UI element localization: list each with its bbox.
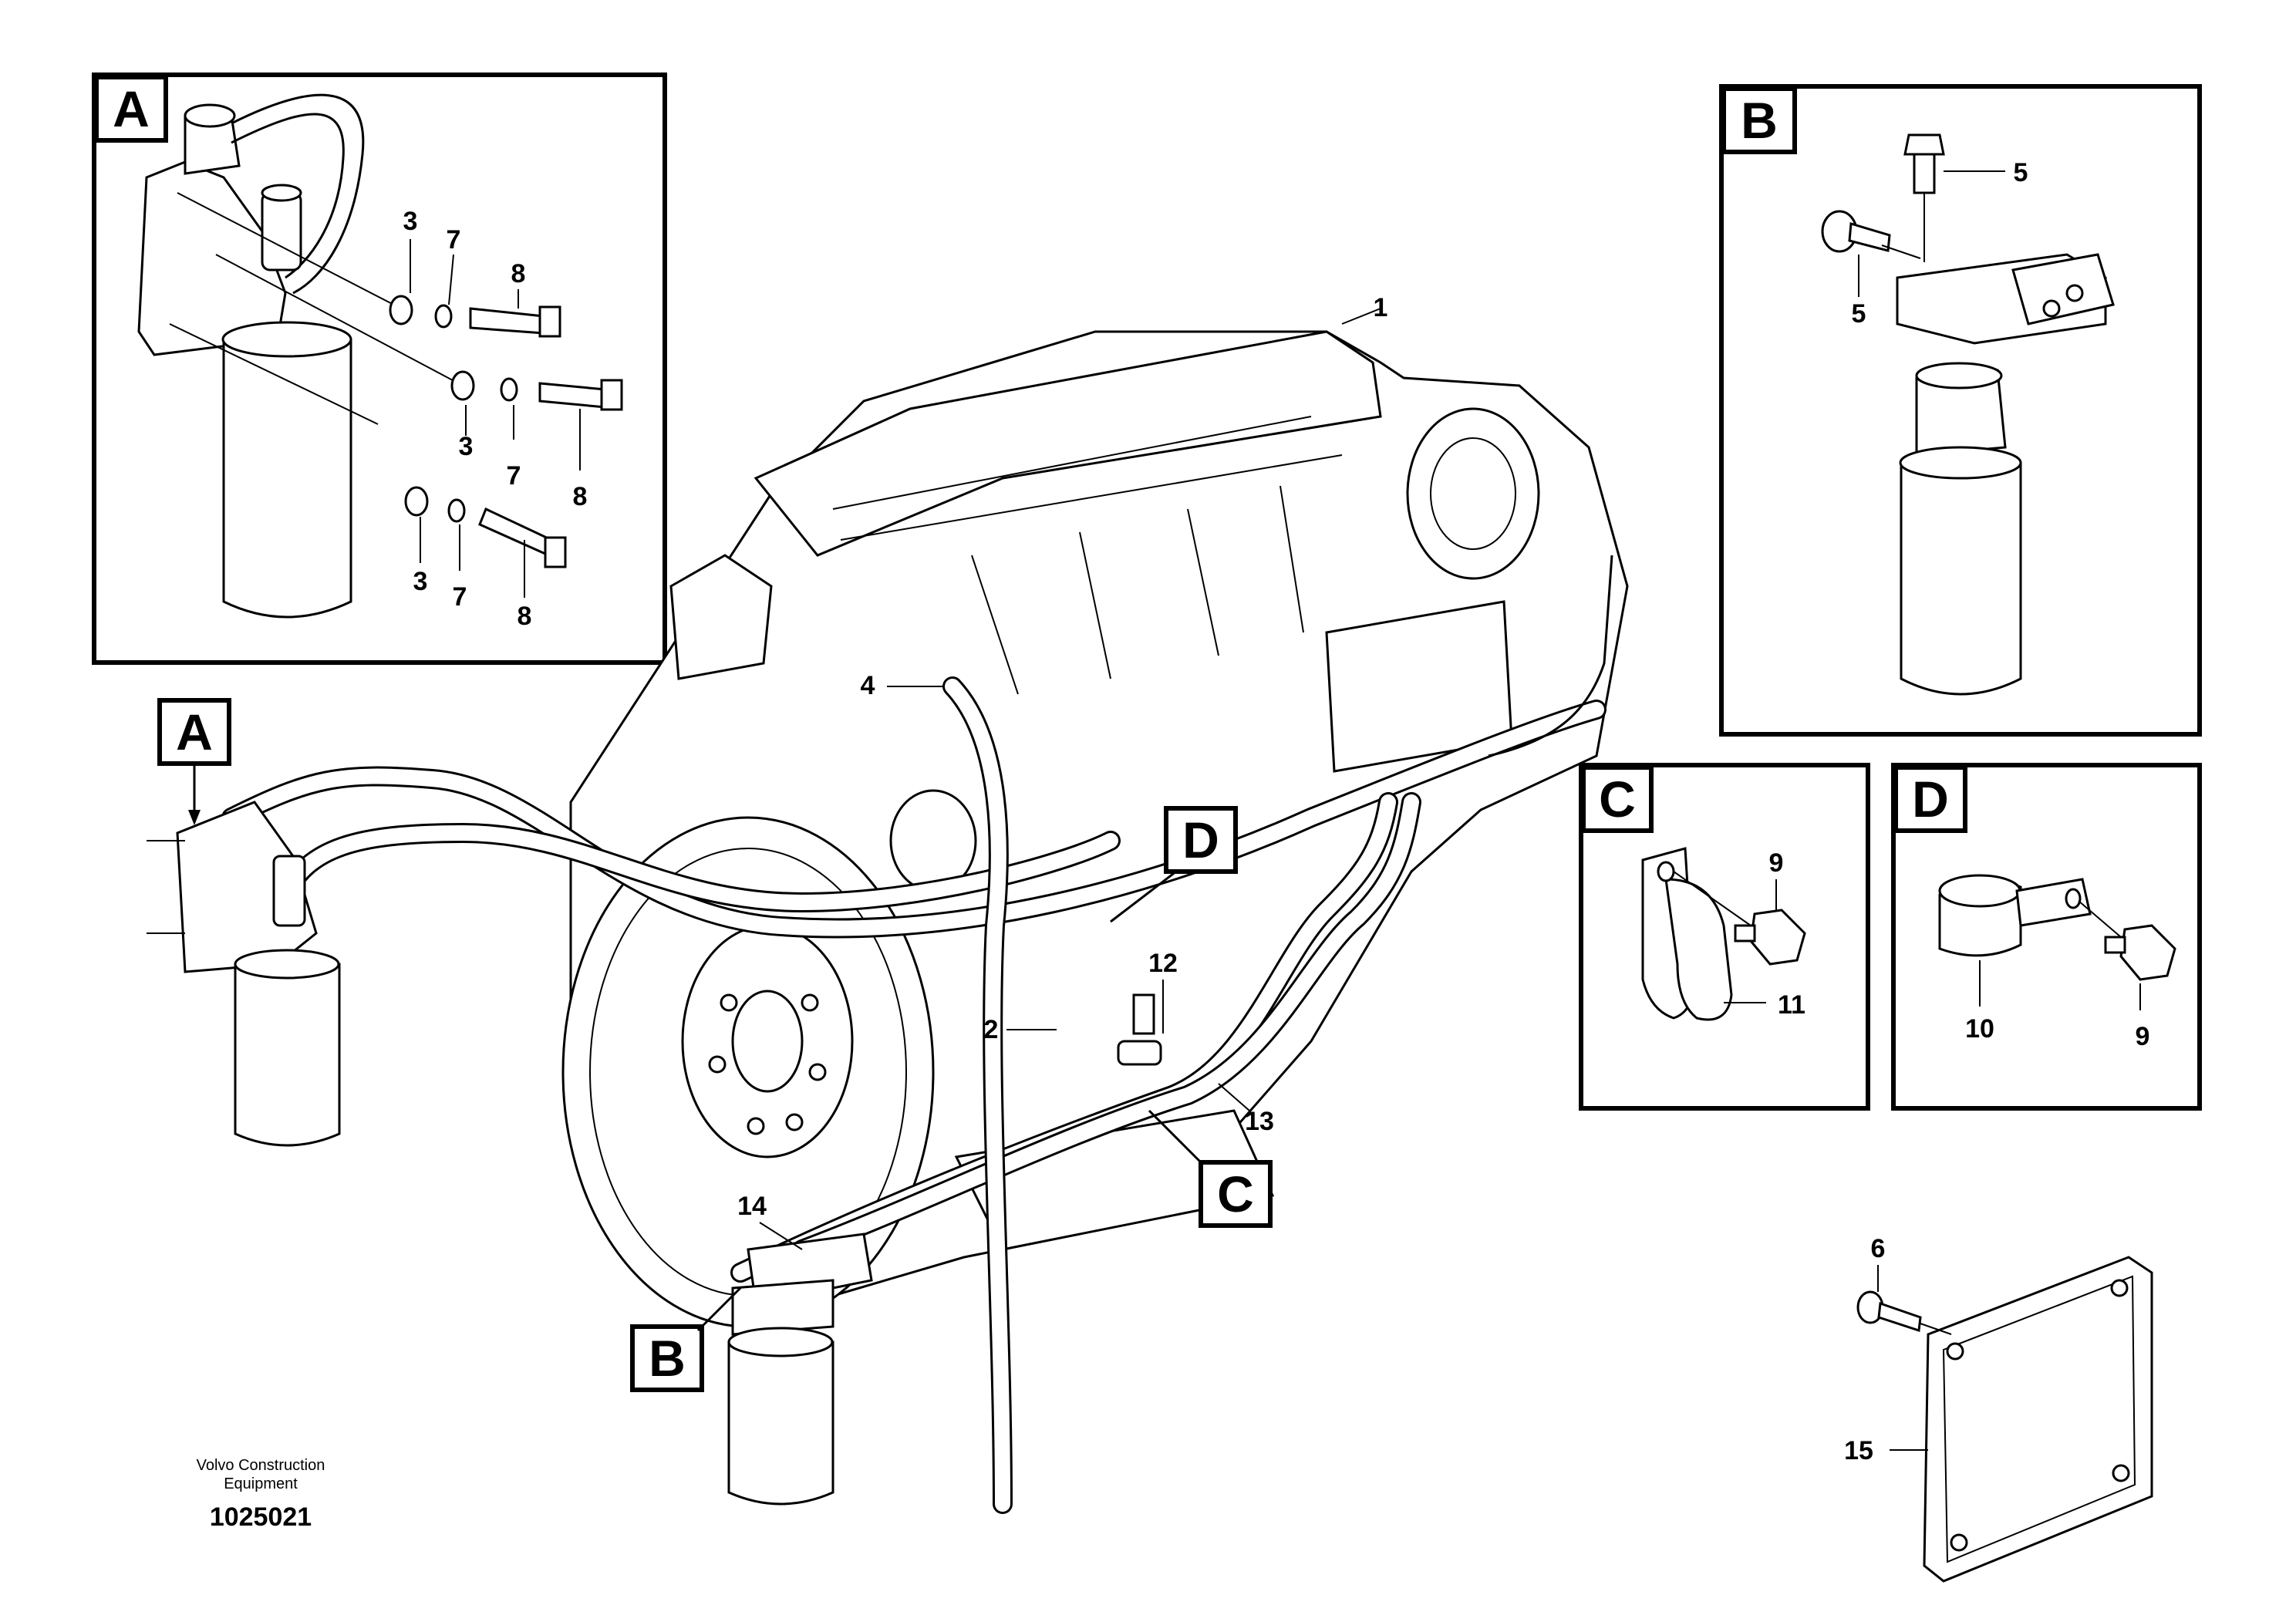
engine-assembly [561, 330, 1629, 1328]
ref-tag-a-label: A [176, 703, 213, 760]
callout-6: 6 [1871, 1234, 1886, 1263]
detail-view-a: A [92, 73, 667, 665]
callout-a-3-mid: 3 [459, 432, 474, 461]
rubber-clamp-c [1641, 847, 1806, 1021]
callout-15: 15 [1844, 1436, 1873, 1465]
detail-view-c: C 9 11 [1579, 763, 1870, 1111]
callout-12: 12 [1148, 949, 1178, 978]
oil-filter-a [137, 93, 623, 619]
ref-tag-c-label: C [1217, 1165, 1254, 1222]
callout-d-9: 9 [2136, 1022, 2150, 1051]
callout-a-8-mid: 8 [573, 482, 588, 511]
reference-tag-a: A [157, 698, 231, 825]
remote-filter-b [727, 1233, 873, 1506]
callout-d-10: 10 [1965, 1014, 1994, 1044]
clamp-location-c [1117, 993, 1162, 1066]
callout-a-7-bottom: 7 [453, 582, 467, 612]
reference-tag-c: C [1148, 1109, 1273, 1228]
callout-14: 14 [737, 1192, 767, 1221]
callout-13: 13 [1245, 1107, 1274, 1136]
document-number: 1025021 [210, 1502, 312, 1532]
callout-b-5-side: 5 [1852, 299, 1866, 329]
remote-filter-a [147, 801, 341, 1147]
detail-d-label: D [1912, 771, 1949, 828]
callout-2: 2 [984, 1015, 999, 1044]
publisher-line-1: Volvo Construction [197, 1457, 325, 1474]
callout-a-8-top: 8 [511, 259, 526, 288]
detail-view-d: D 10 9 [1891, 763, 2202, 1111]
callout-4: 4 [861, 671, 875, 700]
callout-a-7-top: 7 [447, 225, 461, 255]
detail-b-label: B [1741, 92, 1778, 149]
oil-hoses [221, 555, 1613, 1514]
metal-clamp-d [1938, 874, 2176, 981]
ref-tag-b-label: B [649, 1330, 686, 1387]
callout-1: 1 [1374, 293, 1388, 322]
detail-a-label: A [113, 80, 150, 137]
detail-c-label: C [1599, 771, 1636, 828]
callout-c-9: 9 [1769, 848, 1784, 878]
reference-tag-b: B [630, 1286, 742, 1392]
callout-b-5-top: 5 [2014, 158, 2028, 187]
callout-a-3-bottom: 3 [413, 567, 428, 596]
callout-a-7-mid: 7 [507, 461, 521, 491]
callout-c-11: 11 [1778, 990, 1805, 1020]
oil-filter-b [1821, 133, 2115, 696]
callout-a-8-bottom: 8 [518, 602, 532, 631]
ref-tag-d-label: D [1182, 811, 1219, 868]
callout-a-3-top: 3 [403, 207, 418, 236]
reference-tag-d: D [1110, 806, 1238, 923]
publisher-line-2: Equipment [224, 1475, 298, 1492]
detail-view-b: B 5 5 [1719, 84, 2202, 737]
ecu-cover [1856, 1256, 2153, 1583]
